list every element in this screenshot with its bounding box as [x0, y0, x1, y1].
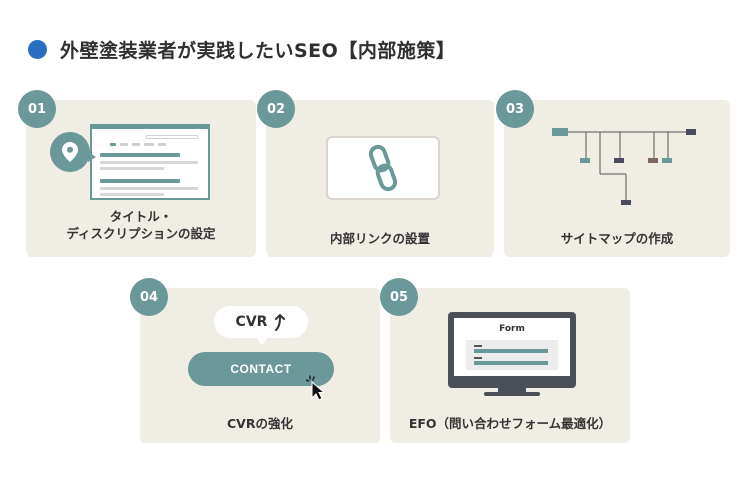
cursor-icon: [306, 375, 326, 400]
bullet-dot-icon: [28, 40, 47, 59]
step-badge: 05: [380, 278, 418, 316]
card-sitemap: サイトマップの作成: [504, 100, 730, 257]
contact-button[interactable]: CONTACT: [188, 352, 334, 386]
card-internal-links: 内部リンクの設置: [266, 100, 494, 257]
form-title: Form: [499, 324, 525, 334]
step-badge: 02: [257, 90, 295, 128]
link-icon: [368, 144, 398, 192]
cvr-speech-bubble: CVR: [214, 306, 308, 345]
map-pin-icon: [50, 132, 90, 172]
card-label: EFO（問い合わせフォーム最適化）: [408, 416, 612, 431]
card-label: タイトル・ ディスクリプションの設定: [26, 208, 256, 242]
cvr-bubble-text: CVR: [235, 314, 268, 330]
monitor-stand: [498, 388, 526, 394]
step-badge: 03: [496, 90, 534, 128]
monitor-screen: Form: [454, 318, 570, 376]
section-header: 外壁塗装業者が実践したいSEO【内部施策】: [28, 36, 455, 63]
step-badge: 04: [130, 278, 168, 316]
page-title: 外壁塗装業者が実践したいSEO【内部施策】: [60, 40, 456, 62]
monitor-base: [484, 392, 540, 396]
card-label-line2: ディスクリプションの設定: [66, 226, 216, 241]
monitor-icon: Form: [448, 312, 576, 388]
browser-illustration: [90, 124, 210, 200]
sitemap-icon: [552, 128, 696, 205]
card-efo: Form EFO（問い合わせフォーム最適化）: [390, 288, 630, 443]
link-illustration: [326, 136, 440, 200]
pin-pointer: [88, 152, 96, 162]
card-label: CVRの強化: [227, 416, 293, 431]
card-label: サイトマップの作成: [560, 231, 674, 246]
card-label-line1: タイトル・: [109, 209, 173, 224]
card-title-description: タイトル・ ディスクリプションの設定: [26, 100, 256, 257]
arrow-up-icon: [275, 314, 286, 331]
card-cvr: CVR CONTACT CVRの強化: [140, 288, 380, 443]
card-label: 内部リンクの設置: [329, 231, 430, 246]
form-panel: [466, 340, 558, 370]
step-badge: 01: [18, 90, 56, 128]
